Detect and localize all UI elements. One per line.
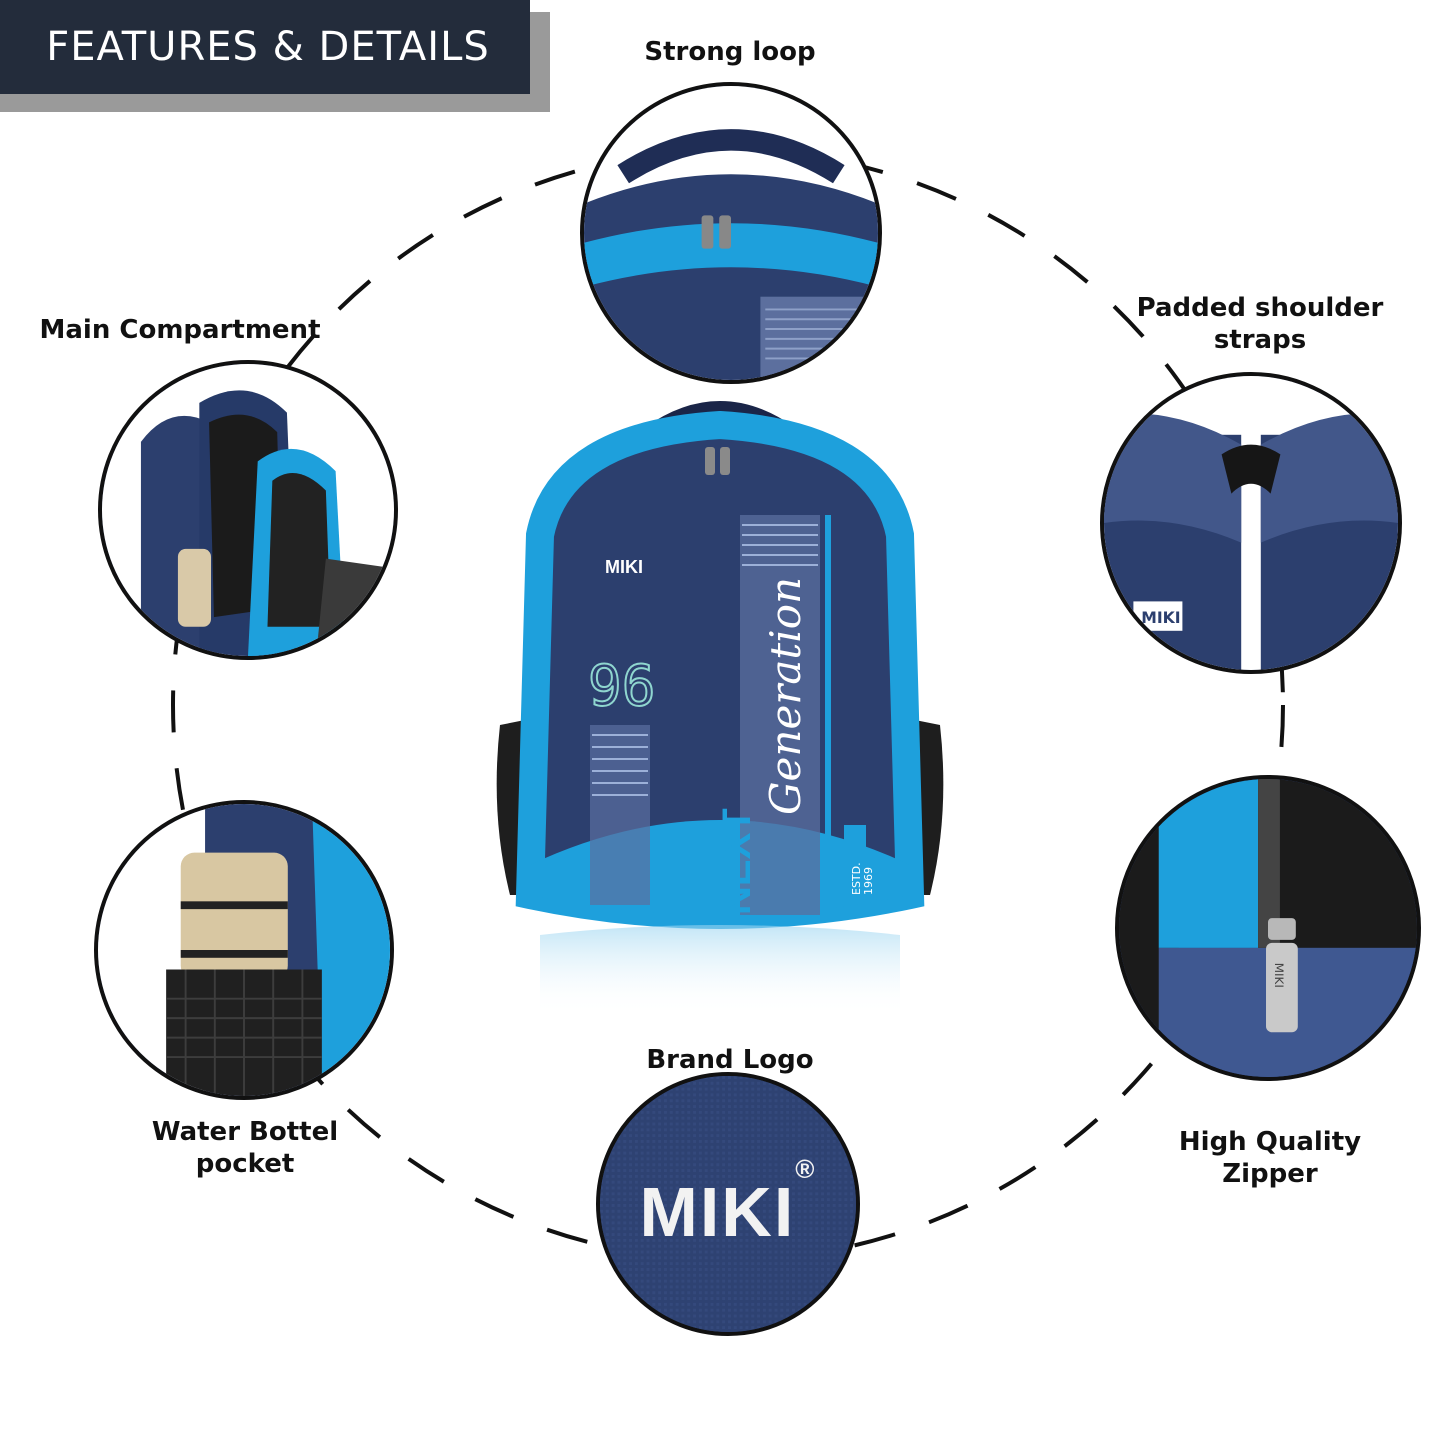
water-bottle-circle	[94, 800, 394, 1100]
zipper-label: High Quality Zipper	[1178, 1127, 1362, 1189]
main-compartment-circle	[98, 360, 398, 660]
svg-text:MIKI: MIKI	[1272, 963, 1286, 988]
brand-logo-circle: MIKI®	[596, 1072, 860, 1336]
strong-loop-label: Strong loop	[644, 37, 816, 67]
svg-text:MIKI: MIKI	[1141, 608, 1180, 627]
pack-year: 1969	[862, 867, 875, 895]
shoulder-straps-image: MIKI	[1104, 376, 1398, 670]
main-compartment-image	[102, 364, 394, 656]
pack-estd: ESTD.	[850, 862, 863, 895]
header-banner: FEATURES & DETAILS	[0, 0, 530, 94]
pack-next: NEXT	[715, 808, 759, 915]
backpack-drawing: MIKI 96 NEXT Generation ESTD. 1969	[496, 401, 944, 1015]
brand-logo-label: Brand Logo	[646, 1045, 814, 1075]
fabric-texture	[600, 1076, 856, 1332]
shoulder-straps-circle: MIKI	[1100, 372, 1402, 674]
strong-loop-circle	[580, 82, 882, 384]
main-compartment-label: Main Compartment	[39, 315, 321, 345]
water-bottle-image	[98, 804, 390, 1096]
brand-logo-text: MIKI®	[639, 1154, 817, 1251]
backpack-image: MIKI 96 NEXT Generation ESTD. 1969	[480, 395, 960, 1015]
strong-loop-image	[584, 86, 878, 380]
pack-number: 96	[588, 654, 655, 719]
shoulder-straps-label: Padded shoulder straps	[1136, 293, 1384, 355]
pack-brand: MIKI	[605, 557, 643, 577]
pack-script: Generation	[761, 577, 810, 815]
water-bottle-label: Water Bottel pocket	[151, 1117, 339, 1179]
zipper-circle: MIKI	[1115, 775, 1421, 1081]
zipper-image: MIKI	[1119, 779, 1417, 1077]
page-title: FEATURES & DETAILS	[46, 24, 490, 70]
